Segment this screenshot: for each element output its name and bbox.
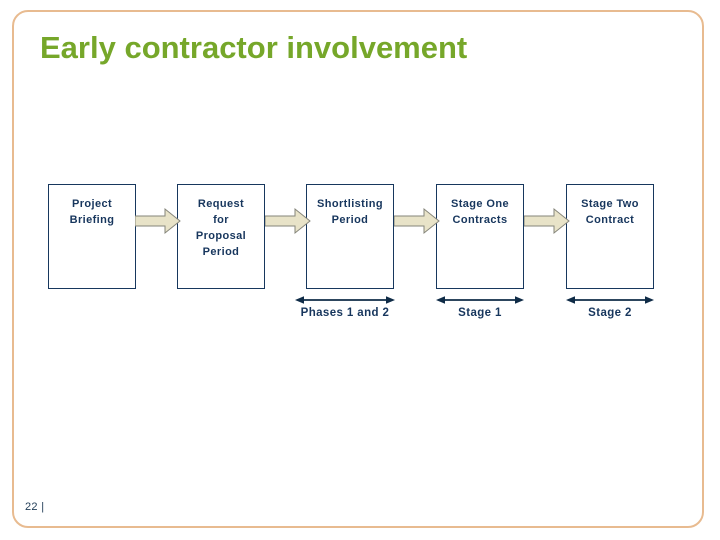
double-arrow-icon xyxy=(566,295,654,305)
span-label-stage-1: Stage 1 xyxy=(458,307,502,319)
process-box-stage-one-contracts: Stage One Contracts xyxy=(436,184,524,289)
span-label-phases-1-and-2: Phases 1 and 2 xyxy=(300,307,390,319)
process-box-stage-two-contract: Stage Two Contract xyxy=(566,184,654,289)
process-box-label: Stage Two Contract xyxy=(581,198,639,226)
process-box-label: Project Briefing xyxy=(69,198,115,226)
block-arrow-right-icon xyxy=(394,207,440,235)
block-arrow-right-icon xyxy=(265,207,311,235)
process-box-label: Stage One Contracts xyxy=(450,198,509,226)
slide-title: Early contractor involvement xyxy=(40,30,468,65)
double-arrow-icon xyxy=(436,295,524,305)
double-arrow-icon xyxy=(295,295,395,305)
block-arrow-right-icon xyxy=(524,207,570,235)
page-number: 22 | xyxy=(25,501,45,513)
process-box-project-briefing: Project Briefing xyxy=(48,184,136,289)
process-box-request-for-proposal: Request for Proposal Period xyxy=(177,184,265,289)
block-arrow-right-icon xyxy=(135,207,181,235)
span-label-stage-2: Stage 2 xyxy=(588,307,632,319)
process-box-label: Shortlisting Period xyxy=(317,198,383,226)
process-box-label: Request for Proposal Period xyxy=(195,198,247,258)
process-box-shortlisting-period: Shortlisting Period xyxy=(306,184,394,289)
